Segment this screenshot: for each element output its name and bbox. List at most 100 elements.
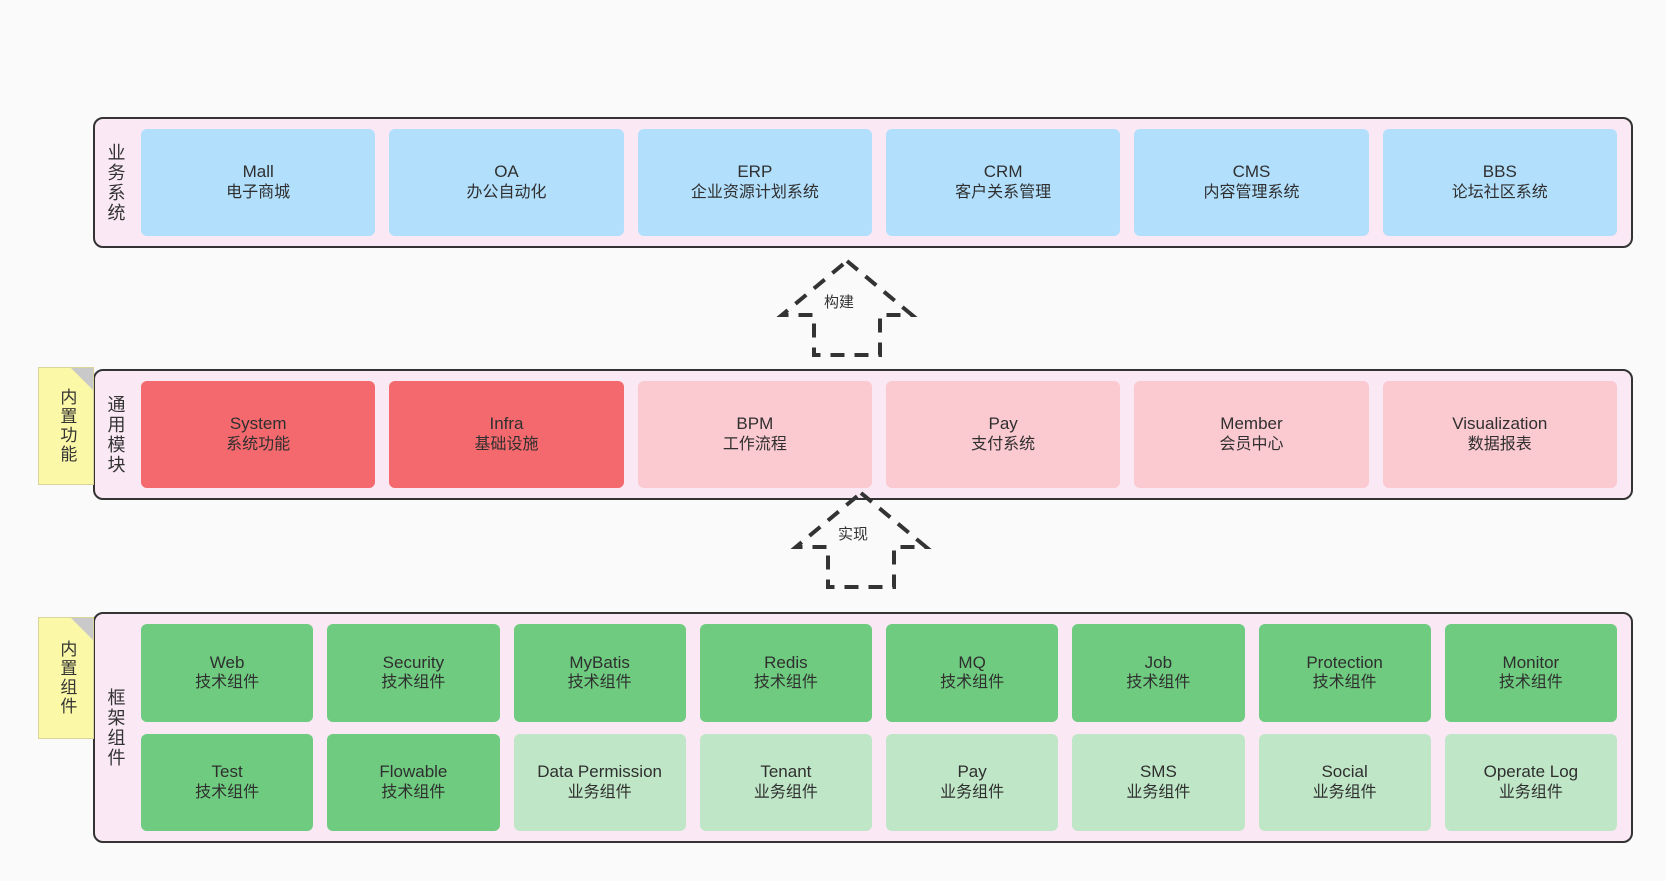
- card-module-member[interactable]: Member 会员中心: [1134, 381, 1369, 488]
- card-title-cn: 电子商城: [226, 184, 291, 202]
- build-arrow: 构建: [752, 253, 942, 363]
- card-title-cn: 会员中心: [1219, 436, 1284, 454]
- card-title-cn: 业务组件: [1312, 783, 1377, 801]
- card-title-cn: 系统功能: [226, 436, 291, 454]
- implement-arrow-label: 实现: [838, 526, 869, 543]
- card-component-web[interactable]: Web 技术组件: [141, 624, 314, 722]
- card-business-bbs[interactable]: BBS 论坛社区系统: [1382, 129, 1617, 236]
- card-module-bpm[interactable]: BPM 工作流程: [637, 381, 872, 488]
- card-title-en: ERP: [737, 162, 773, 182]
- card-business-cms[interactable]: CMS 内容管理系统: [1134, 129, 1369, 236]
- card-title-cn: 业务组件: [567, 783, 632, 801]
- card-title-en: Monitor: [1502, 652, 1560, 672]
- card-title-en: BBS: [1482, 162, 1517, 182]
- card-title-en: CRM: [983, 162, 1023, 182]
- note-builtin-components-label: 内置组件: [57, 640, 77, 716]
- card-title-cn: 技术组件: [381, 783, 446, 801]
- card-title-cn: 技术组件: [753, 674, 818, 692]
- card-title-cn: 技术组件: [940, 674, 1005, 692]
- card-title-cn: 技术组件: [567, 674, 632, 692]
- card-title-cn: 技术组件: [1312, 674, 1377, 692]
- card-title-en: MyBatis: [569, 652, 630, 672]
- card-title-en: SMS: [1139, 762, 1177, 782]
- card-title-cn: 业务组件: [1498, 783, 1563, 801]
- card-component-monitor[interactable]: Monitor 技术组件: [1444, 624, 1617, 722]
- card-title-cn: 支付系统: [971, 436, 1036, 454]
- card-title-cn: 业务组件: [753, 783, 818, 801]
- note-builtin-features-label: 内置功能: [57, 388, 77, 464]
- card-title-cn: 工作流程: [722, 436, 787, 454]
- card-title-cn: 办公自动化: [466, 184, 547, 202]
- card-module-pay[interactable]: Pay 支付系统: [885, 381, 1121, 488]
- card-title-cn: 论坛社区系统: [1451, 184, 1548, 202]
- card-title-cn: 业务组件: [1126, 783, 1191, 801]
- card-business-mall[interactable]: Mall 电子商城: [141, 129, 376, 236]
- card-title-cn: 技术组件: [1498, 674, 1563, 692]
- card-title-en: Social: [1321, 762, 1368, 782]
- card-title-cn: 技术组件: [381, 674, 446, 692]
- card-title-en: Data Permission: [537, 762, 662, 782]
- card-title-en: Web: [209, 652, 245, 672]
- card-title-cn: 技术组件: [195, 674, 260, 692]
- note-builtin-features: 内置功能: [38, 367, 94, 485]
- card-component-protection[interactable]: Protection 技术组件: [1258, 624, 1431, 722]
- card-title-cn: 内容管理系统: [1203, 184, 1300, 202]
- note-builtin-components: 内置组件: [38, 617, 94, 739]
- card-title-en: Pay: [957, 762, 987, 782]
- card-title-cn: 业务组件: [940, 783, 1005, 801]
- card-component-mq[interactable]: MQ 技术组件: [886, 624, 1059, 722]
- card-title-en: BPM: [736, 414, 774, 434]
- card-title-en: MQ: [958, 652, 986, 672]
- card-component-job[interactable]: Job 技术组件: [1072, 624, 1245, 722]
- card-title-cn: 数据报表: [1467, 436, 1532, 454]
- card-title-en: Pay: [988, 414, 1018, 434]
- card-title-en: Test: [211, 762, 243, 782]
- card-title-en: Protection: [1306, 652, 1383, 672]
- card-title-cn: 基础设施: [474, 436, 539, 454]
- card-title-en: CMS: [1232, 162, 1271, 182]
- card-title-cn: 技术组件: [1126, 674, 1191, 692]
- card-title-en: Job: [1144, 652, 1173, 672]
- build-arrow-label: 构建: [824, 294, 855, 311]
- card-title-en: Flowable: [379, 762, 448, 782]
- card-title-cn: 技术组件: [195, 783, 260, 801]
- card-title-en: Mall: [242, 162, 274, 182]
- card-title-en: OA: [494, 162, 519, 182]
- card-title-en: Infra: [489, 414, 524, 434]
- card-module-infra[interactable]: Infra 基础设施: [389, 381, 624, 488]
- card-title-en: Member: [1220, 414, 1283, 434]
- implement-arrow: 实现: [766, 485, 956, 595]
- card-component-mybatis[interactable]: MyBatis 技术组件: [513, 624, 686, 722]
- card-title-en: Operate Log: [1483, 762, 1579, 782]
- card-title-en: Tenant: [760, 762, 812, 782]
- layer-title-business-system: 业务系统: [105, 142, 126, 223]
- layer-title-common-modules: 通用模块: [105, 394, 126, 475]
- card-title-en: Security: [382, 652, 445, 672]
- card-component-security[interactable]: Security 技术组件: [327, 624, 500, 722]
- card-business-oa[interactable]: OA 办公自动化: [389, 129, 624, 236]
- layer-title-framework-components: 框架组件: [105, 687, 126, 768]
